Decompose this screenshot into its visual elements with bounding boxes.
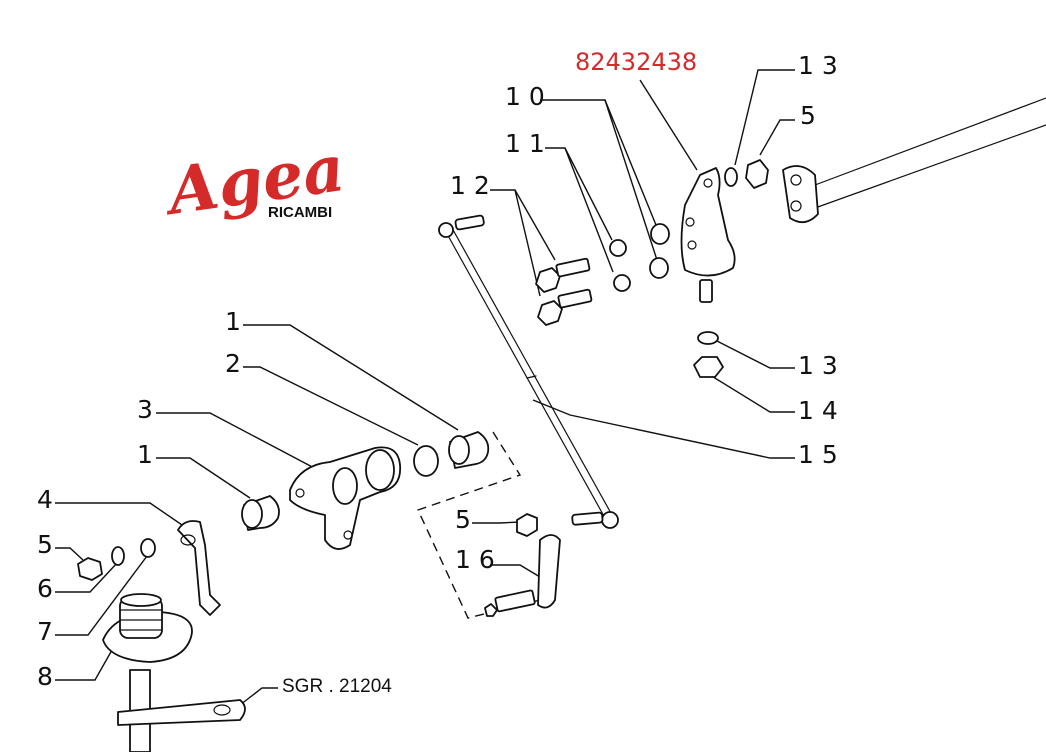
callout-6: 6 bbox=[37, 574, 53, 603]
callout-13-top: 1 3 bbox=[798, 51, 838, 80]
right-fasteners bbox=[609, 159, 769, 378]
drawing-code: SGR . 21204 bbox=[282, 676, 392, 697]
callout-11: 1 1 bbox=[505, 129, 545, 158]
callout-7: 7 bbox=[37, 617, 53, 646]
callout-14: 1 4 bbox=[798, 396, 838, 425]
pivot-bracket-3 bbox=[241, 431, 490, 550]
callout-4: 4 bbox=[37, 485, 53, 514]
gear-linkage-bar bbox=[782, 97, 1046, 224]
callout-labels: 1 2 3 1 4 5 6 7 8 5 1 6 1 2 1 1 1 0 1 3 … bbox=[37, 51, 838, 691]
connecting-rod bbox=[438, 214, 619, 529]
callout-1-lower: 1 bbox=[137, 440, 153, 469]
callout-12: 1 2 bbox=[450, 171, 490, 200]
agea-logo: Agea RICAMBI bbox=[159, 131, 349, 231]
highlighted-bracket bbox=[680, 167, 736, 303]
callout-1-top: 1 bbox=[225, 307, 241, 336]
lever-16 bbox=[484, 513, 561, 617]
callout-10: 1 0 bbox=[505, 82, 545, 111]
callout-16: 1 6 bbox=[455, 545, 495, 574]
callout-5-left: 5 bbox=[37, 530, 53, 559]
callout-5-right: 5 bbox=[800, 101, 816, 130]
gearshift-base-8 bbox=[102, 593, 246, 752]
callout-8: 8 bbox=[37, 662, 53, 691]
callout-5-middle: 5 bbox=[455, 505, 471, 534]
logo-subtitle-text: RICAMBI bbox=[268, 204, 332, 221]
callout-13-lower: 1 3 bbox=[798, 351, 838, 380]
callout-15: 1 5 bbox=[798, 440, 838, 469]
lever-4 bbox=[177, 520, 221, 616]
left-fasteners bbox=[77, 538, 156, 581]
bolts-12 bbox=[535, 257, 593, 326]
part-reference-number: 82432438 bbox=[575, 48, 697, 76]
callout-3: 3 bbox=[137, 395, 153, 424]
callout-2: 2 bbox=[225, 349, 241, 378]
